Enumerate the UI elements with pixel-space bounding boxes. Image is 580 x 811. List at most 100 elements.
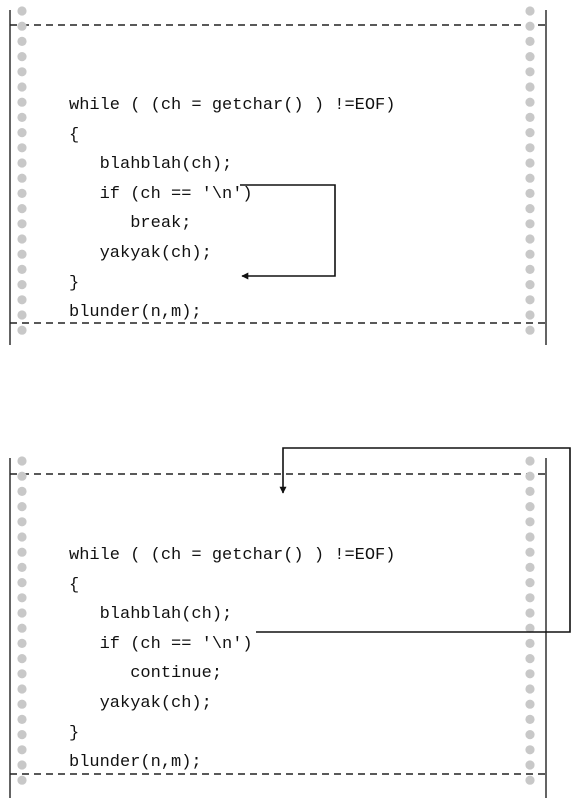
feed-hole xyxy=(525,760,535,770)
feed-hole xyxy=(525,128,535,138)
feed-hole xyxy=(525,219,535,229)
feed-hole xyxy=(525,471,535,481)
code-line: } xyxy=(69,723,80,743)
break-jump-arrow xyxy=(240,184,336,280)
code-line: if (ch == '\n') xyxy=(69,184,253,204)
feed-hole xyxy=(17,760,27,770)
feed-hole xyxy=(17,654,27,664)
code-line: { xyxy=(69,125,80,145)
feed-hole xyxy=(525,280,535,290)
code-block-continue: while ( (ch = getchar() ) !=EOF){ blahbl… xyxy=(69,506,395,803)
code-line: { xyxy=(69,575,80,595)
panel-continue-paper xyxy=(9,456,547,798)
feed-hole xyxy=(525,638,535,649)
feed-hole xyxy=(17,219,27,229)
feed-hole xyxy=(525,295,535,305)
feed-hole xyxy=(525,517,535,527)
feed-hole xyxy=(17,623,27,633)
feed-hole xyxy=(17,638,27,649)
feed-hole xyxy=(17,295,27,305)
feed-hole xyxy=(525,310,535,320)
feed-hole xyxy=(525,684,535,694)
feed-hole xyxy=(17,775,27,785)
feed-hole xyxy=(17,532,27,542)
feed-hole xyxy=(525,143,535,153)
feed-hole xyxy=(17,471,27,481)
feed-hole xyxy=(525,97,535,107)
feed-hole xyxy=(17,249,27,259)
feed-hole xyxy=(17,502,27,512)
feed-hole xyxy=(17,730,27,740)
feed-hole xyxy=(17,204,27,214)
feed-hole xyxy=(17,517,27,527)
feed-hole xyxy=(17,21,27,31)
feed-hole xyxy=(525,714,535,725)
feed-hole xyxy=(17,593,27,603)
feed-hole xyxy=(525,204,535,214)
feed-hole xyxy=(17,143,27,153)
feed-hole xyxy=(17,699,27,709)
feed-hole xyxy=(525,669,535,679)
feed-hole xyxy=(17,325,27,335)
feed-hole xyxy=(525,456,535,466)
feed-hole xyxy=(525,730,535,740)
feed-hole xyxy=(525,775,535,785)
feed-hole xyxy=(17,128,27,138)
feed-hole xyxy=(525,264,535,274)
feed-hole xyxy=(17,547,27,557)
feed-hole xyxy=(525,249,535,259)
feed-hole xyxy=(17,745,27,755)
code-line-loop-test: while ( (ch = getchar() ) !=EOF) xyxy=(69,546,396,565)
feed-hole xyxy=(525,173,535,183)
feed-hole xyxy=(17,158,27,168)
feed-hole xyxy=(525,234,535,244)
tractor-feed-holes xyxy=(17,456,535,785)
feed-hole xyxy=(17,67,27,77)
feed-hole xyxy=(17,669,27,679)
code-line: blunder(n,m); xyxy=(69,753,202,773)
feed-hole xyxy=(525,325,535,335)
code-line: blahblah(ch); xyxy=(69,155,233,175)
feed-hole xyxy=(17,188,27,198)
continue-jump-arrow xyxy=(256,447,571,633)
feed-hole xyxy=(17,280,27,290)
feed-hole xyxy=(17,578,27,588)
feed-hole xyxy=(17,52,27,62)
feed-hole xyxy=(525,486,535,496)
feed-hole xyxy=(525,52,535,62)
feed-hole xyxy=(525,593,535,603)
feed-hole xyxy=(17,234,27,244)
feed-hole xyxy=(525,6,535,16)
code-line-continue-statement: continue; xyxy=(69,664,223,684)
code-line-after-loop: blunder(n,m); xyxy=(69,303,202,323)
feed-hole xyxy=(525,562,535,573)
feed-hole xyxy=(525,188,535,198)
code-block-break: while ( (ch = getchar() ) !=EOF) { blahbl… xyxy=(69,56,395,353)
feed-hole xyxy=(17,36,27,47)
feed-hole xyxy=(17,310,27,320)
code-line: yakyak(ch); xyxy=(69,243,212,263)
code-line: while ( (ch = getchar() ) !=EOF) xyxy=(69,96,396,115)
feed-hole xyxy=(17,684,27,694)
feed-hole xyxy=(17,486,27,496)
feed-hole xyxy=(17,97,27,107)
code-line: } xyxy=(69,273,80,293)
feed-hole xyxy=(17,562,27,573)
feed-hole xyxy=(525,112,535,122)
feed-hole xyxy=(525,699,535,709)
feed-hole xyxy=(525,82,535,92)
code-line-break-statement: break; xyxy=(69,214,192,234)
feed-hole xyxy=(525,608,535,618)
feed-hole xyxy=(525,21,535,31)
tractor-feed-holes xyxy=(17,6,535,335)
feed-hole xyxy=(17,6,27,16)
feed-hole xyxy=(17,456,27,466)
panel-break-paper xyxy=(9,6,547,345)
feed-hole xyxy=(525,532,535,542)
feed-hole xyxy=(525,623,535,633)
feed-hole xyxy=(17,264,27,274)
feed-hole xyxy=(17,82,27,92)
feed-hole xyxy=(17,714,27,725)
feed-hole xyxy=(525,67,535,77)
